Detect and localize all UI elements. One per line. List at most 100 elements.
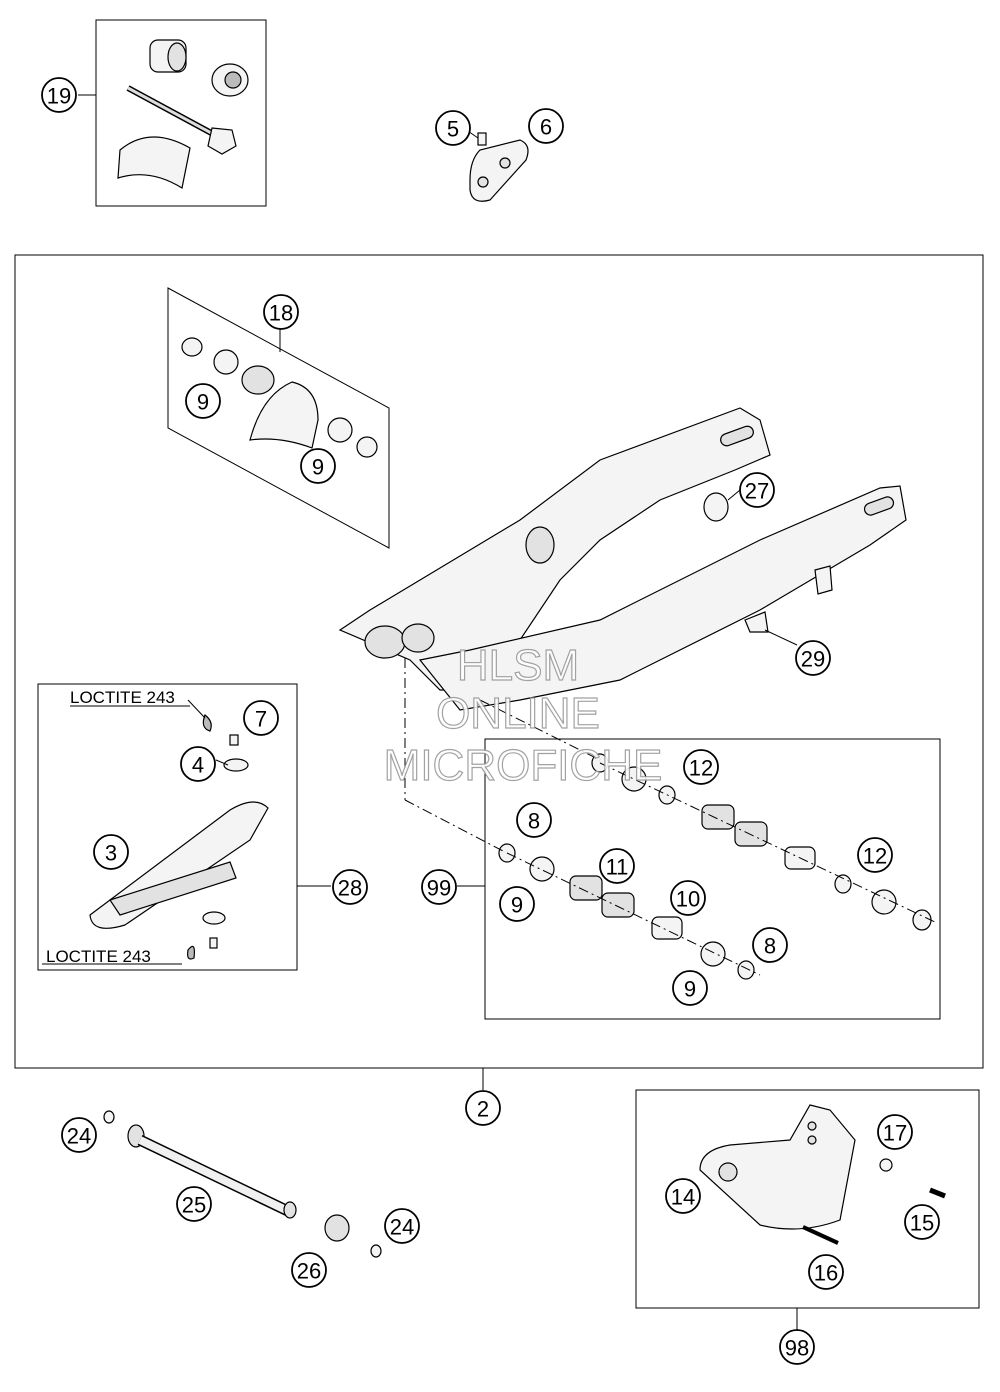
kit-19-frame	[95, 19, 267, 207]
kit-98-frame	[635, 1089, 980, 1309]
callout-c10: 10	[670, 880, 706, 916]
callout-c19: 19	[41, 77, 77, 113]
callout-circle	[384, 1208, 420, 1244]
callout-number: 5	[447, 117, 459, 142]
loctite-note-bottom: LOCTITE 243	[46, 947, 151, 966]
callout-c12a: 12	[683, 749, 719, 785]
callout-c9d: 9	[672, 970, 708, 1006]
callout-number: 2	[477, 1097, 489, 1122]
callout-c9a: 9	[185, 383, 221, 419]
callout-circle	[877, 1114, 913, 1150]
watermark-line-2: ONLINE	[436, 689, 600, 738]
callout-c7: 7	[243, 700, 279, 736]
callout-circle	[41, 77, 77, 113]
callout-number: 28	[338, 876, 362, 901]
kit-18-frame	[167, 287, 390, 549]
callout-c98: 98	[779, 1329, 815, 1365]
callout-number: 12	[689, 756, 713, 781]
callout-c9c: 9	[499, 886, 535, 922]
callout-circle	[499, 886, 535, 922]
callout-number: 8	[528, 809, 540, 834]
callout-circle	[795, 640, 831, 676]
callout-c6: 6	[528, 108, 564, 144]
leader-lines	[42, 94, 936, 1330]
callout-number: 18	[269, 301, 293, 326]
swingarm	[338, 407, 907, 711]
callout-number: 9	[511, 893, 523, 918]
callout-number: 25	[182, 1193, 206, 1218]
callout-number: 4	[192, 753, 204, 778]
callout-number: 6	[540, 115, 552, 140]
callout-number: 11	[606, 855, 629, 880]
callout-number: 17	[883, 1121, 907, 1146]
callout-circle	[752, 927, 788, 963]
callout-circle	[61, 1117, 97, 1153]
callout-number: 12	[863, 844, 887, 869]
kit-28-frame	[37, 683, 298, 971]
watermark-line-1: HLSM	[457, 641, 579, 690]
callout-circle	[332, 869, 368, 905]
callout-c12b: 12	[857, 837, 893, 873]
callout-number: 26	[297, 1259, 321, 1284]
callout-number: 9	[684, 977, 696, 1002]
swingarm-frame	[14, 254, 984, 1069]
callout-c9b: 9	[300, 448, 336, 484]
watermark: HLSM ONLINE MICROFICHE	[383, 640, 663, 790]
callout-circle	[857, 837, 893, 873]
kit-98-parts	[699, 1104, 946, 1245]
callout-c27: 27	[739, 472, 775, 508]
kit-19-parts	[117, 39, 249, 189]
callout-c18: 18	[263, 294, 299, 330]
callout-circle	[904, 1204, 940, 1240]
callout-c28: 28	[332, 869, 368, 905]
callout-number: 27	[745, 479, 769, 504]
callout-circle	[176, 1186, 212, 1222]
callout-c17: 17	[877, 1114, 913, 1150]
callout-circle	[465, 1090, 501, 1126]
callout-circle	[263, 294, 299, 330]
callout-number: 9	[312, 455, 324, 480]
callout-circle	[300, 448, 336, 484]
callout-circle	[739, 472, 775, 508]
callout-c25: 25	[176, 1186, 212, 1222]
kit-99-frame	[484, 738, 941, 1020]
callout-c15: 15	[904, 1204, 940, 1240]
callout-c29: 29	[795, 640, 831, 676]
callout-circle	[421, 869, 457, 905]
callout-number: 10	[676, 887, 700, 912]
callout-number: 24	[390, 1215, 414, 1240]
callout-c26: 26	[291, 1252, 327, 1288]
callout-circle	[291, 1252, 327, 1288]
callout-circle	[599, 848, 635, 884]
callout-c5: 5	[435, 110, 471, 146]
callout-c24b: 24	[384, 1208, 420, 1244]
callout-circle	[93, 834, 129, 870]
kit-28-parts	[89, 714, 269, 960]
callout-number: 16	[814, 1261, 838, 1286]
callout-circle	[528, 108, 564, 144]
callout-circle	[808, 1254, 844, 1290]
callout-circle	[435, 110, 471, 146]
callout-c14: 14	[665, 1178, 701, 1214]
callout-c99: 99	[421, 869, 457, 905]
callout-number: 24	[67, 1124, 91, 1149]
swingarm-axle	[103, 1110, 382, 1258]
callout-number: 8	[764, 934, 776, 959]
callout-circle	[516, 802, 552, 838]
callout-number: 7	[255, 707, 267, 732]
callout-c8b: 8	[752, 927, 788, 963]
callout-number: 14	[671, 1185, 695, 1210]
callout-number: 9	[197, 390, 209, 415]
kit-18-parts	[181, 337, 378, 458]
callout-c16: 16	[808, 1254, 844, 1290]
callout-circle	[670, 880, 706, 916]
clip-parts-5-6	[469, 132, 529, 202]
callout-number: 3	[105, 841, 117, 866]
callout-circle	[185, 383, 221, 419]
callout-c2: 2	[465, 1090, 501, 1126]
callout-number: 98	[785, 1336, 809, 1361]
callout-number: 19	[47, 84, 71, 109]
callout-c11: 11	[599, 848, 635, 884]
loctite-note-top: LOCTITE 243	[70, 688, 175, 707]
